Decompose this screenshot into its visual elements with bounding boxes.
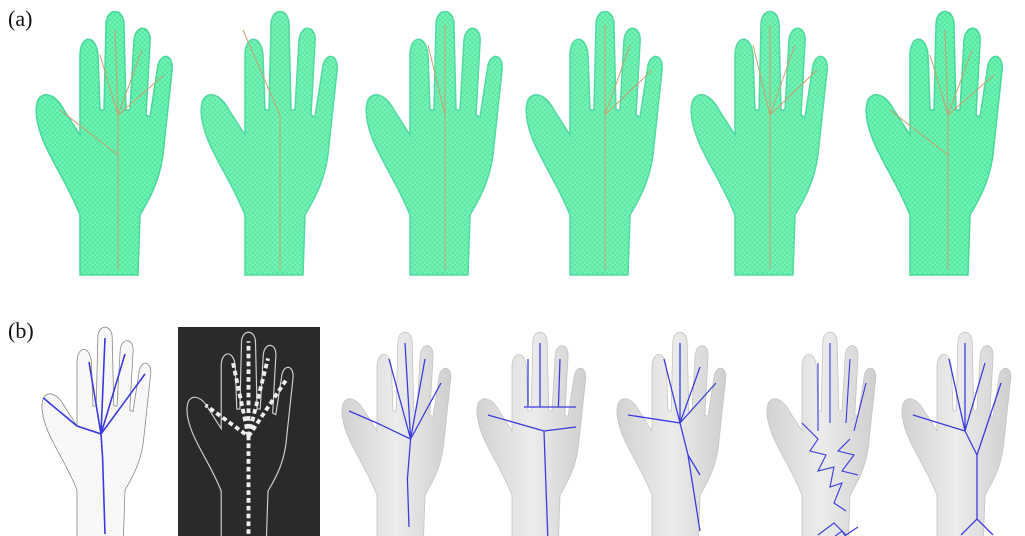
panel-b3-shaded-hand [342,332,451,536]
panel-b7-shaded-hand [902,332,1011,536]
hand-mesh-5 [691,12,827,276]
hand-mesh-4 [526,12,662,276]
panel-b2-dark-wireframe [178,327,320,536]
hand-mesh-1 [36,12,172,276]
hand-mesh-3 [366,12,502,276]
row-a-hands [36,12,1002,276]
panel-b5-shaded-hand [617,332,726,536]
panel-b1-wireframe-hand [42,327,151,536]
hand-mesh-6 [866,12,1002,276]
row-b-panels [42,327,1011,536]
panel-b6-shaded-hand-noisy [767,332,876,536]
panel-b4-shaded-hand [477,332,586,536]
hand-mesh-2 [201,12,337,276]
